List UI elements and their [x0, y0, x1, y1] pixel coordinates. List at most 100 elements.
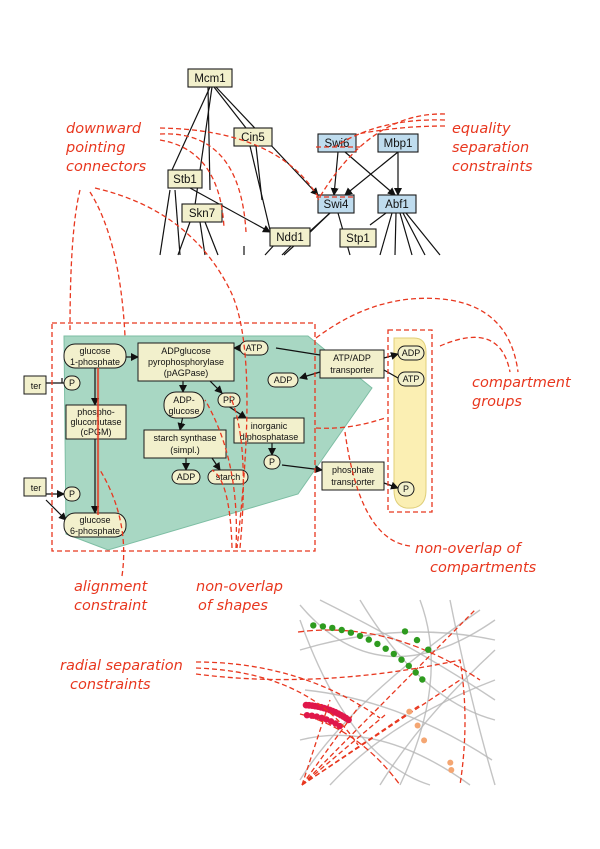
green-node-dot[interactable] — [329, 624, 336, 632]
svg-text:Swi6: Swi6 — [325, 138, 350, 150]
node-phosphoglucomutase[interactable]: phospho- glucomutase (cPGM) — [65, 404, 127, 440]
node-atp-inner[interactable]: ATP — [239, 340, 269, 356]
svg-text:P: P — [69, 489, 75, 499]
node-abf1[interactable]: Abf1 — [377, 194, 417, 214]
orange-node-dot[interactable] — [421, 737, 428, 744]
orange-node-dot[interactable] — [406, 708, 413, 715]
svg-text:diphosphatase: diphosphatase — [240, 432, 299, 442]
node-glucose-1-phosphate[interactable]: glucose 1-phosphate — [63, 343, 127, 369]
red-node-dot[interactable] — [318, 714, 325, 721]
svg-text:constraints: constraints — [452, 159, 533, 175]
green-node-dot[interactable] — [310, 622, 317, 629]
node-adp-glucose[interactable]: ADP- glucose — [163, 391, 205, 419]
node-adp-mid[interactable]: ADP — [267, 372, 299, 388]
svg-text:downward: downward — [66, 121, 142, 137]
node-transporter-left-1[interactable]: ter — [23, 375, 47, 395]
node-inorganic-diphosphatase[interactable]: inorganic diphosphatase — [233, 417, 305, 444]
svg-text:inorganic: inorganic — [251, 421, 288, 431]
svg-text:(cPGM): (cPGM) — [81, 427, 112, 437]
node-mcm1[interactable]: Mcm1 — [187, 68, 233, 88]
network-edges — [159, 86, 441, 256]
red-node-dot[interactable] — [308, 712, 316, 719]
node-stb1[interactable]: Stb1 — [167, 169, 203, 189]
svg-text:ADP: ADP — [402, 348, 421, 358]
svg-text:Abf1: Abf1 — [385, 199, 409, 211]
node-phosphate-outer[interactable]: P — [397, 481, 415, 497]
green-node-dot[interactable] — [405, 662, 412, 670]
node-skn7[interactable]: Skn7 — [181, 203, 223, 223]
node-stp1[interactable]: Stp1 — [339, 228, 377, 248]
node-phosphate-left-1[interactable]: P — [63, 375, 81, 391]
green-node-dot[interactable] — [347, 629, 355, 636]
svg-text:PP: PP — [223, 395, 235, 405]
green-node-dot[interactable] — [374, 640, 381, 648]
red-node-dot[interactable] — [302, 701, 310, 709]
green-node-dot[interactable] — [382, 645, 389, 652]
svg-text:non-overlap: non-overlap — [196, 579, 283, 595]
node-adp-inner[interactable]: ADP — [171, 469, 201, 485]
green-node-dot[interactable] — [398, 656, 405, 663]
svg-text:phosphate: phosphate — [332, 465, 374, 475]
svg-text:ATP: ATP — [403, 374, 420, 384]
node-swi6[interactable]: Swi6 — [317, 133, 357, 153]
node-atp-adp-transporter[interactable]: ATP/ADP transporter — [319, 349, 385, 379]
green-node-dot[interactable] — [413, 636, 421, 644]
orange-node-dot[interactable] — [448, 767, 455, 773]
orange-node-dot[interactable] — [447, 759, 454, 766]
node-mbp1[interactable]: Mbp1 — [377, 133, 419, 153]
node-phosphate-transporter[interactable]: phosphate transporter — [321, 461, 385, 491]
green-node-dot[interactable] — [412, 669, 419, 676]
node-swi4[interactable]: Swi4 — [317, 194, 355, 214]
node-starch[interactable]: starch — [207, 469, 249, 485]
green-node-dot[interactable] — [319, 623, 327, 630]
green-node-dot[interactable] — [401, 628, 409, 635]
green-node-dot[interactable] — [356, 632, 364, 640]
svg-text:pyrophosphorylase: pyrophosphorylase — [148, 357, 224, 367]
node-starch-synthase[interactable]: starch synthase (simpl.) — [143, 429, 227, 459]
svg-text:(pAGPase): (pAGPase) — [164, 368, 209, 378]
green-node-dot[interactable] — [425, 646, 432, 653]
svg-text:Swi4: Swi4 — [324, 199, 350, 211]
svg-text:connectors: connectors — [66, 159, 147, 175]
annotation-nonoverlap-shapes: non-overlap of shapes — [196, 579, 283, 614]
svg-text:ADP: ADP — [274, 375, 293, 385]
red-node-dot[interactable] — [313, 713, 320, 720]
node-pp[interactable]: PP — [217, 392, 241, 408]
node-adp-outer[interactable]: ADP — [397, 345, 425, 361]
green-node-dot[interactable] — [365, 636, 372, 643]
annotation-equality: equality separation constraints — [452, 121, 533, 175]
svg-text:transporter: transporter — [331, 477, 375, 487]
node-phosphate-left-2[interactable]: P — [63, 486, 81, 502]
orange-node-dot[interactable] — [414, 722, 421, 729]
green-node-dot[interactable] — [338, 626, 345, 634]
metabolic-panel: glucose 1-phosphate phospho- glucomutase… — [23, 335, 427, 551]
svg-text:glucose: glucose — [79, 346, 110, 356]
node-atp-outer[interactable]: ATP — [397, 371, 425, 387]
svg-text:ADP: ADP — [177, 472, 196, 482]
svg-text:radial separation: radial separation — [60, 658, 183, 674]
node-phosphate-inner[interactable]: P — [263, 454, 281, 470]
node-ndd1[interactable]: Ndd1 — [269, 227, 311, 247]
red-node-dot[interactable] — [303, 712, 311, 719]
annotation-radial: radial separation constraints — [60, 658, 183, 693]
svg-text:Mbp1: Mbp1 — [384, 138, 413, 150]
node-cin5[interactable]: Cin5 — [233, 127, 273, 147]
annotation-downward: downward pointing connectors — [65, 121, 147, 175]
green-node-dot[interactable] — [419, 676, 426, 683]
svg-text:Cin5: Cin5 — [241, 132, 265, 144]
annotation-compartment: compartment groups — [472, 375, 572, 410]
svg-text:ter: ter — [31, 381, 42, 391]
svg-text:transporter: transporter — [330, 365, 374, 375]
green-node-dot[interactable] — [390, 650, 397, 658]
svg-text:separation: separation — [452, 140, 529, 156]
svg-text:groups: groups — [472, 394, 522, 410]
svg-text:non-overlap of: non-overlap of — [415, 541, 522, 557]
node-glucose-6-phosphate[interactable]: glucose 6-phosphate — [63, 512, 127, 538]
svg-text:ADP-: ADP- — [173, 395, 195, 405]
svg-text:6-phosphate: 6-phosphate — [70, 526, 120, 536]
svg-text:alignment: alignment — [74, 579, 149, 595]
node-adpglucose-pyrophosphorylase[interactable]: ADPglucose pyrophosphorylase (pAGPase) — [137, 342, 235, 382]
svg-text:pointing: pointing — [65, 140, 125, 156]
svg-text:ADPglucose: ADPglucose — [161, 346, 211, 356]
node-transporter-left-2[interactable]: ter — [23, 477, 47, 497]
